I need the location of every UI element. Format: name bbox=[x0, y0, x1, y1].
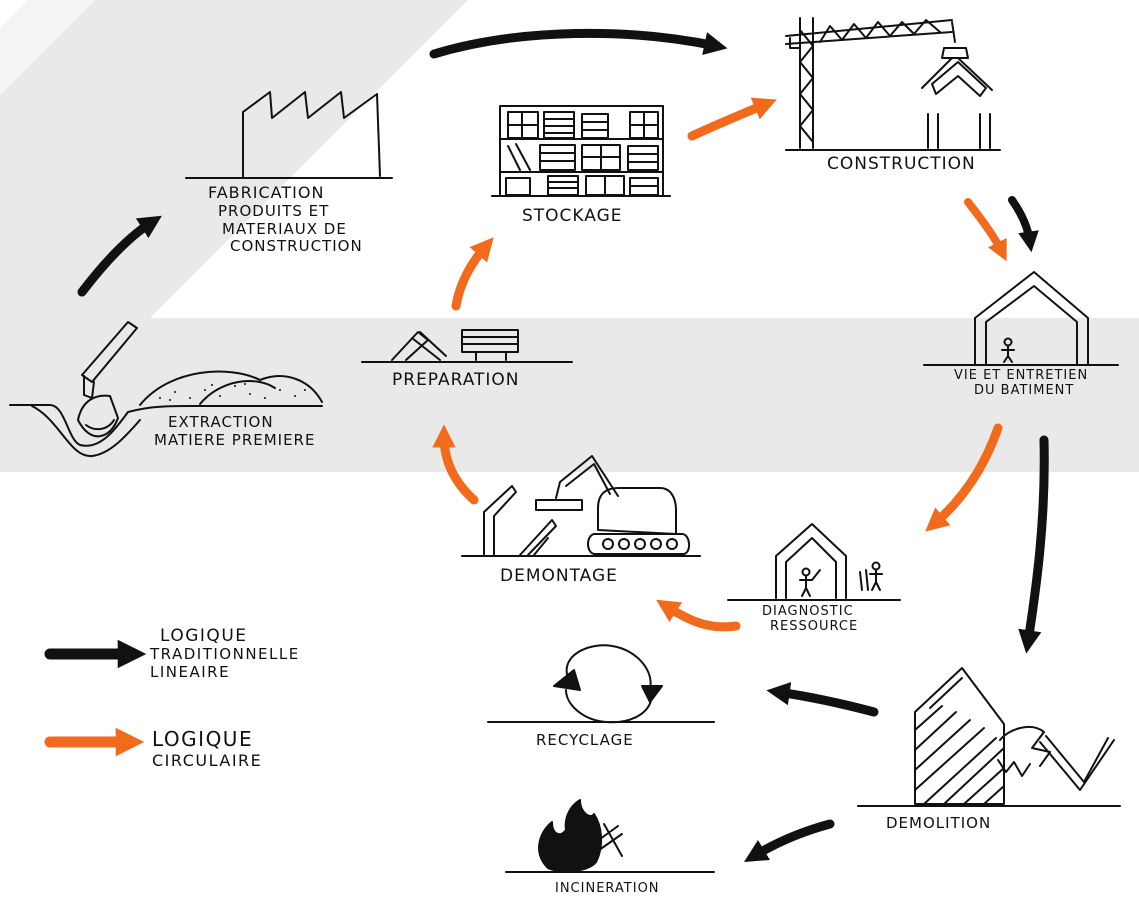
demolition-icon bbox=[857, 667, 1121, 807]
legend-linear-label: LOGIQUE TRADITIONNELLE LINEAIRE bbox=[150, 626, 300, 681]
shelving-icon bbox=[491, 105, 671, 197]
label-recyclage: RECYCLAGE bbox=[536, 731, 634, 749]
label-construction: CONSTRUCTION bbox=[827, 154, 976, 174]
factory-icon bbox=[185, 91, 393, 179]
label-extraction: EXTRACTION MATIERE PREMIERE bbox=[154, 413, 316, 449]
legend-circular-label: LOGIQUE CIRCULAIRE bbox=[152, 727, 263, 770]
circular-arrow-demontage-preparation bbox=[432, 424, 479, 505]
horizontal-band bbox=[0, 318, 1139, 472]
label-diagnostic: DIAGNOSTIC RESSOURCE bbox=[762, 604, 859, 635]
label-vie: VIE ET ENTRETIEN DU BATIMENT bbox=[954, 368, 1089, 399]
linear-arrow-fabrication-construction bbox=[429, 28, 728, 59]
circular-arrow-construction-vie bbox=[964, 198, 1007, 262]
label-demolition: DEMOLITION bbox=[886, 814, 992, 832]
label-demontage: DEMONTAGE bbox=[500, 566, 618, 586]
linear-arrow-extraction-fabrication bbox=[77, 215, 162, 297]
linear-arrow-vie-demolition bbox=[1018, 435, 1049, 654]
linear-arrow-demolition-incineration bbox=[743, 819, 835, 863]
recycle-loop-icon bbox=[487, 644, 715, 724]
house-inspectors-icon bbox=[727, 523, 901, 601]
preparation-icon bbox=[361, 329, 573, 363]
circular-arrow-preparation-stockage bbox=[451, 237, 494, 311]
house-person-icon bbox=[923, 271, 1119, 366]
circular-arrow-diagnostic-demontage bbox=[656, 599, 741, 632]
label-fabrication: FABRICATION PRODUITS ET MATERIAUX DE CON… bbox=[208, 183, 363, 256]
label-preparation: PREPARATION bbox=[392, 370, 520, 390]
crane-icon bbox=[785, 17, 1001, 151]
linear-arrow-construction-vie bbox=[1008, 196, 1039, 253]
excavator-icon bbox=[461, 455, 701, 557]
circular-arrow-vie-diagnostic bbox=[925, 423, 1003, 532]
label-incineration: INCINERATION bbox=[555, 881, 660, 896]
circular-arrow-stockage-construction bbox=[687, 97, 777, 141]
linear-arrow-demolition-recyclage bbox=[766, 682, 879, 717]
label-stockage: STOCKAGE bbox=[522, 206, 623, 226]
excavation-icon bbox=[9, 321, 323, 458]
fire-icon bbox=[505, 799, 715, 873]
